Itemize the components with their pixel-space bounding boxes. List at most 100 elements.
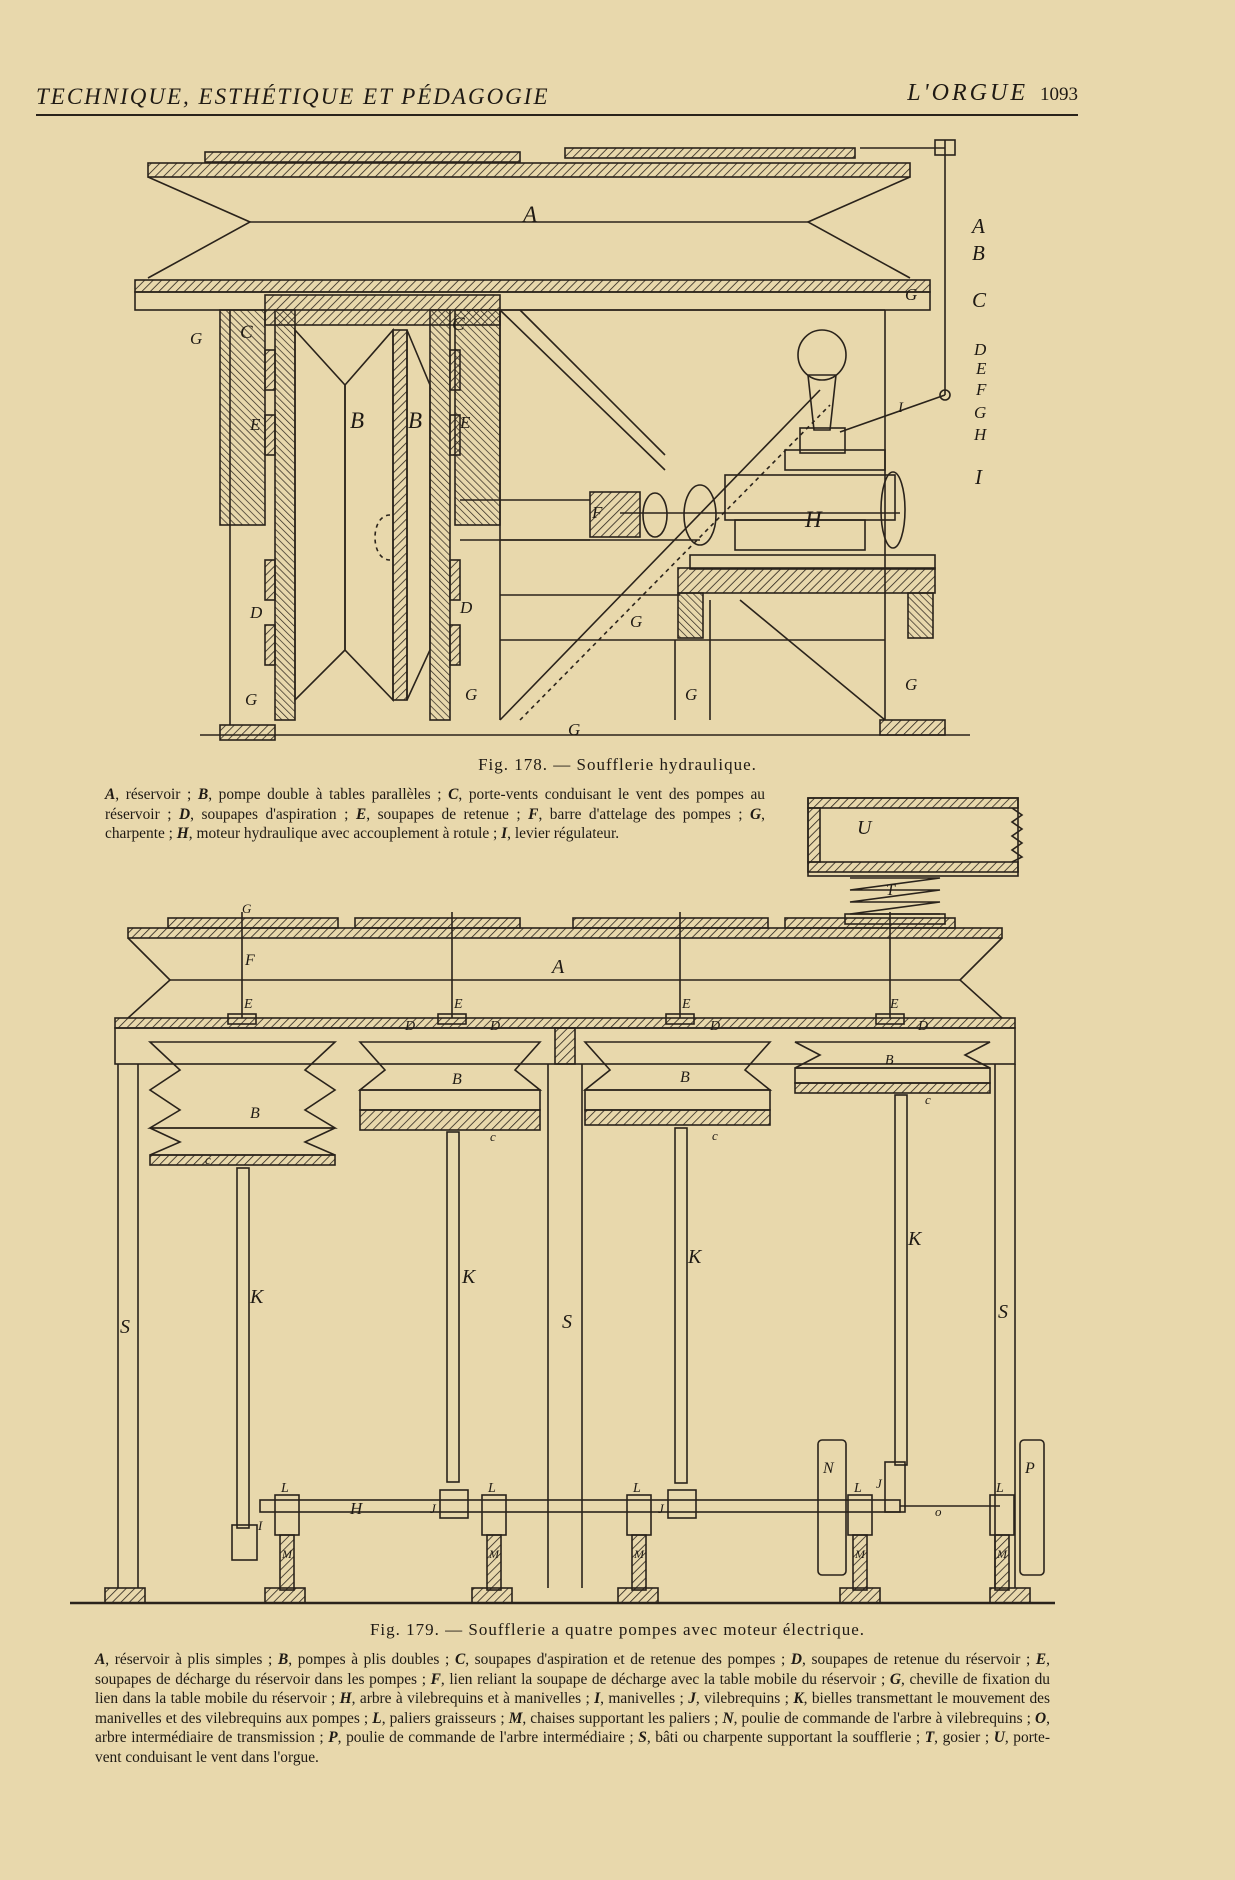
fig179-legend-key-d: D (790, 1651, 803, 1668)
fig178-label-g2: G (905, 285, 917, 304)
fig179-legend-key-o: O (1035, 1709, 1047, 1727)
fig179-legend-text-b: , pompes à plis doubles ; (288, 1651, 455, 1668)
reservoir-a-base (114, 1027, 1016, 1065)
fig179-legend-text-p: , poulie de commande de l'arbre interméd… (337, 1729, 639, 1746)
rod-k-4 (894, 1094, 908, 1466)
reservoir-a-fold-left (127, 937, 172, 1019)
fig179-legend-key-a: A (95, 1651, 106, 1668)
figure-178-caption: Fig. 178. — Soufflerie hydraulique. (478, 755, 757, 774)
fig178-legend-text-a: , réservoir ; (115, 786, 198, 803)
chair-m-3 (631, 1534, 647, 1591)
reservoir-a-center-post (554, 1027, 576, 1065)
fig179-label-m1: M (281, 1547, 293, 1561)
fig178-legend-key-h: H (176, 825, 189, 842)
fig178-label-g1: G (190, 329, 202, 348)
pulley-n (817, 1439, 847, 1576)
valve-e-3 (665, 1013, 695, 1025)
reservoir-top-seg2 (354, 917, 521, 929)
pump-b-4-table (794, 1082, 991, 1094)
fig179-label-m4: M (854, 1547, 866, 1561)
fig179-label-l4: L (853, 1481, 862, 1496)
pump-b-2 (357, 1041, 543, 1091)
fig179-label-t: T (886, 882, 896, 899)
fig179-label-d1: D (404, 1019, 415, 1034)
fig178-legend-text-e: , soupapes de retenue ; (366, 805, 529, 823)
fig179-legend-text-h: , arbre à vilebrequins et à manivelles ; (351, 1690, 595, 1707)
fig178-label-f: F (591, 503, 603, 522)
fig179-label-l1: L (280, 1481, 289, 1496)
pump-b-1-table (149, 1154, 336, 1166)
motor-crankcase (784, 449, 886, 471)
reservoir-bottom-board (134, 279, 931, 293)
running-head-title: TECHNIQUE, ESTHÉTIQUE ET PÉDAGOGIE (36, 84, 550, 109)
figure-178-legend: A, réservoir ; B, pompe double à tables … (105, 785, 765, 844)
valves-left (264, 349, 276, 666)
fig179-label-s2: S (562, 1311, 572, 1333)
fig178-label-c2: C (452, 314, 465, 335)
figure-179-legend: A, réservoir à plis simples ; B, pompes … (95, 1650, 1050, 1767)
regulator-lever (839, 394, 946, 433)
pump-b-3-mid (584, 1089, 771, 1111)
fig179-label-f: F (244, 952, 255, 969)
fig178-legend-text-f: , barre d'attelage des pompes ; (538, 805, 751, 823)
fig179-label-s1: S (120, 1316, 130, 1338)
reservoir-a-top (127, 927, 1003, 939)
fig179-legend-text-a: , réservoir à plis simples ; (105, 1651, 278, 1668)
fig179-label-c3: c (712, 1128, 718, 1143)
fig179-label-d3: D (709, 1019, 720, 1034)
fig179-label-o: o (935, 1504, 942, 1519)
fig178-label-e2: E (459, 413, 471, 432)
fig179-legend-text-c: , soupapes d'aspiration et de retenue de… (465, 1651, 791, 1668)
bearing-l-1 (274, 1494, 300, 1536)
rod-k-2 (446, 1131, 460, 1483)
fig179-label-k1: K (249, 1286, 265, 1308)
side-letter-h: H (973, 425, 988, 444)
reservoir-base (134, 291, 931, 311)
fig179-legend-key-i: I (594, 1690, 601, 1707)
fig179-legend-text-m: , chaises supportant les paliers ; (522, 1709, 723, 1727)
fig179-label-b2: B (452, 1071, 462, 1088)
motor-governor-base (799, 427, 846, 454)
fig178-legend-key-e: E (355, 805, 367, 823)
fig179-legend-key-e: E (1035, 1651, 1047, 1668)
valves-right (449, 349, 461, 666)
fig179-legend-key-k: K (793, 1690, 804, 1707)
base-block-2 (264, 1587, 306, 1604)
fig179-legend-text-s: , bâti ou charpente supportant la souffl… (646, 1729, 925, 1746)
fig178-label-g8: G (568, 720, 580, 739)
throat-t-folds (849, 877, 941, 915)
fig179-legend-text-e: , soupapes de décharge du réservoir dans… (95, 1651, 1050, 1688)
fig179-legend-key-m: M (508, 1709, 523, 1727)
fig178-label-h: H (804, 507, 823, 532)
fig179-legend-text-n: , poulie de commande de l'arbre à vilebr… (733, 1709, 1036, 1727)
motor-bench (677, 567, 936, 594)
fig179-label-u: U (857, 817, 873, 839)
fig179-label-l2: L (487, 1481, 496, 1496)
crankshaft-j-2 (667, 1489, 697, 1519)
wind-trunk-u-top (807, 797, 1019, 809)
reservoir-top-plate-left (204, 151, 521, 163)
fig179-legend-key-n: N (722, 1709, 734, 1727)
fig179-label-m3: M (633, 1547, 645, 1561)
reservoir-top-plate-right (564, 147, 856, 159)
fig179-legend-text-l: , paliers graisseurs ; (381, 1709, 509, 1727)
fig178-label-i: I (897, 400, 904, 416)
fig179-label-s3: S (998, 1301, 1008, 1323)
coupling-disc (683, 484, 717, 546)
fig178-legend-text-h: , moteur hydraulique avec accouplement à… (188, 825, 502, 842)
shaft-h (259, 1499, 901, 1513)
fig178-label-g5: G (630, 612, 642, 631)
figure-178-drawing: A B B C C E E D D F H I G G G G G G G G … (134, 139, 988, 741)
fig178-label-c1: C (240, 322, 253, 343)
motor-bench-leg-left (677, 592, 704, 639)
wind-trunk-u-end (807, 807, 821, 863)
motor-governor-stem (807, 374, 837, 431)
fig179-label-d4: D (917, 1019, 928, 1034)
fig179-legend-text-g: , cheville de fixation du lien dans la t… (95, 1670, 1050, 1708)
wind-trunk-u-bottom (807, 861, 1019, 873)
side-letter-e: E (975, 359, 987, 378)
fig179-legend-text-f: , lien reliant la soupape de décharge av… (440, 1670, 890, 1688)
fig179-label-b1: B (250, 1105, 260, 1122)
bearing-l-2 (481, 1494, 507, 1536)
rod-k-1 (236, 1167, 250, 1529)
